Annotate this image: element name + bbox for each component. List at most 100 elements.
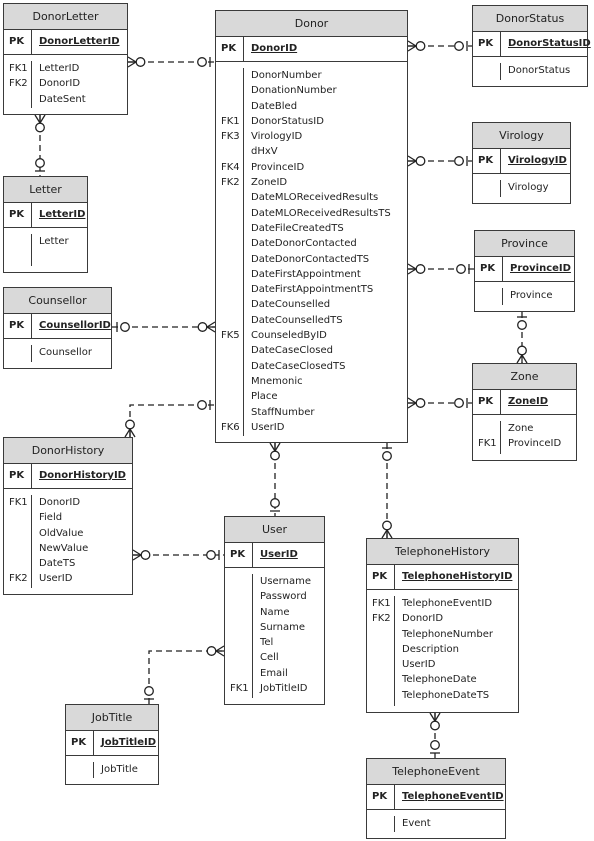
primary-key-field: TelephoneEventID [402, 791, 504, 802]
entity-fields: Virology [473, 174, 570, 203]
entity-title: Letter [4, 177, 87, 203]
entity-title: Province [475, 231, 574, 257]
field-name: TelephoneEventID [402, 598, 493, 609]
key-marker: FK2 [9, 78, 28, 90]
optional-circle [415, 264, 426, 274]
key-marker: FK4 [221, 161, 240, 173]
optional-circle [144, 686, 154, 696]
key-marker [9, 234, 31, 249]
key-marker [221, 221, 243, 236]
pk-label: PK [372, 571, 388, 582]
crowfoot-mark [521, 354, 528, 364]
field-name: Username [260, 576, 311, 587]
key-marker [9, 92, 31, 107]
pk-label: PK [478, 155, 494, 166]
optional-circle [456, 264, 466, 274]
crowfoot-mark [39, 114, 46, 124]
optional-circle [197, 400, 207, 410]
key-marker [230, 589, 252, 604]
field-name: DateMLOReceivedResultsTS [251, 207, 391, 219]
key-marker [230, 574, 252, 589]
key-marker [221, 313, 243, 328]
key-marker: FK3 [221, 131, 240, 143]
field-name: Province [510, 290, 553, 301]
key-marker [221, 252, 243, 267]
field-name: DonationNumber [251, 85, 337, 97]
key-marker [221, 206, 243, 221]
primary-key-field: LetterID [39, 209, 86, 220]
entity-fields: DonorStatus [473, 57, 587, 86]
field-name: DateFileCreatedTS [251, 222, 344, 234]
key-marker [71, 762, 93, 777]
crowfoot-mark [129, 428, 136, 438]
primary-key-row: PK LetterID [4, 203, 87, 228]
key-marker: FK1 [230, 683, 249, 695]
field-name: Field [39, 512, 63, 524]
crowfoot-mark [34, 114, 41, 124]
field-name: VirologyID [251, 131, 303, 143]
crowfoot-mark [407, 160, 417, 167]
optional-circle [454, 156, 464, 166]
entity-title: Counsellor [4, 288, 111, 314]
pk-label: PK [71, 737, 87, 748]
key-marker [9, 541, 31, 556]
field-name: DateDonorContactedTS [251, 253, 370, 265]
key-marker [221, 389, 243, 404]
field-name: JobTitleID [260, 683, 308, 695]
field-name: Surname [260, 621, 305, 633]
field-name: Cell [260, 652, 279, 664]
optional-circle [415, 156, 426, 166]
primary-key-field: DonorID [251, 43, 298, 54]
key-marker [372, 816, 394, 831]
primary-key-row: PK VirologyID [473, 149, 570, 174]
key-marker [478, 180, 500, 195]
pk-label: PK [9, 209, 25, 220]
entity-title: DonorHistory [4, 438, 132, 464]
key-marker [221, 343, 243, 358]
crowfoot-mark [215, 645, 225, 652]
primary-key-field: ZoneID [508, 396, 549, 407]
entity-title: User [225, 517, 324, 543]
primary-key-field: DonorHistoryID [39, 470, 126, 481]
entity-title: DonorStatus [473, 6, 587, 32]
optional-circle [35, 158, 45, 168]
entity-fields: Province [475, 282, 574, 311]
entity-title: Donor [216, 11, 407, 37]
optional-circle [197, 57, 207, 67]
optional-circle [35, 122, 45, 133]
primary-key-field: VirologyID [508, 155, 567, 166]
entity-title: JobTitle [66, 705, 158, 731]
field-name: ProvinceID [251, 161, 305, 173]
primary-key-field: DonorLetterID [39, 36, 120, 47]
key-marker [372, 672, 394, 687]
crowfoot-mark [127, 56, 137, 63]
field-name: TelephoneDate [402, 674, 477, 686]
crowfoot-mark [269, 442, 276, 452]
crowfoot-mark [386, 529, 393, 539]
field-name: OldValue [39, 527, 84, 539]
crowfoot-mark [407, 268, 417, 275]
crowfoot-mark [407, 402, 417, 409]
entity-title: Zone [473, 364, 576, 390]
key-marker [230, 666, 252, 681]
field-name: UserID [251, 421, 285, 433]
field-name: TelephoneDateTS [402, 689, 490, 701]
field-name: Name [260, 606, 290, 618]
